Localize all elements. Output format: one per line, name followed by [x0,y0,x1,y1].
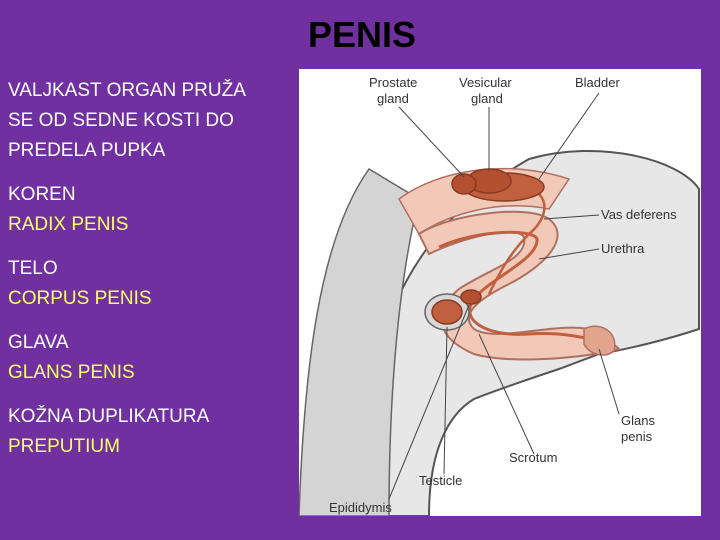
label-prostate-1: Prostate [369,75,417,90]
label-vesicular-1: Vesicular [459,75,512,90]
root-label: KOREN [8,184,76,205]
leader-lines [388,92,620,500]
label-glans-2: penis [621,429,653,444]
foreskin-latin: PREPUTIUM [8,436,120,457]
anatomy-diagram: Prostate gland Vesicular gland Bladder V… [299,75,700,516]
label-epididymis: Epididymis [329,500,392,515]
label-vas-deferens: Vas deferens [601,207,677,222]
body-term: TELO CORPUS PENIS [8,254,288,314]
head-latin: GLANS PENIS [8,362,135,383]
intro-line-2: SE OD SEDNE KOSTI DO [8,110,234,131]
intro-line-3: PREDELA PUPKA [8,140,166,161]
epididymis-shape [460,289,482,305]
page-title: PENIS [308,14,417,55]
label-testicle: Testicle [419,473,462,488]
foreskin-label: KOŽNA DUPLIKATURA [8,406,210,427]
label-scrotum: Scrotum [509,450,557,465]
label-vesicular-2: gland [471,91,503,106]
head-term: GLAVA GLANS PENIS [8,328,288,388]
head-label: GLAVA [8,332,69,353]
root-term: KOREN RADIX PENIS [8,180,288,240]
text-column: VALJKAST ORGAN PRUŽA SE OD SEDNE KOSTI D… [8,76,288,476]
intro-line-1: VALJKAST ORGAN PRUŽA [8,80,246,101]
penis-body [417,210,622,361]
label-bladder: Bladder [575,75,620,90]
label-urethra: Urethra [601,241,645,256]
anatomy-figure: Prostate gland Vesicular gland Bladder V… [299,69,701,516]
body-latin: CORPUS PENIS [8,288,152,309]
testicle-shape [431,299,463,325]
prostate-shape [451,173,477,195]
foreskin-term: KOŽNA DUPLIKATURA PREPUTIUM [8,402,288,462]
label-glans-1: Glans [621,413,655,428]
intro-paragraph: VALJKAST ORGAN PRUŽA SE OD SEDNE KOSTI D… [8,76,288,166]
root-latin: RADIX PENIS [8,214,129,235]
label-prostate-2: gland [377,91,409,106]
glans-shape [583,325,616,356]
body-label: TELO [8,258,58,279]
tail [299,168,420,516]
